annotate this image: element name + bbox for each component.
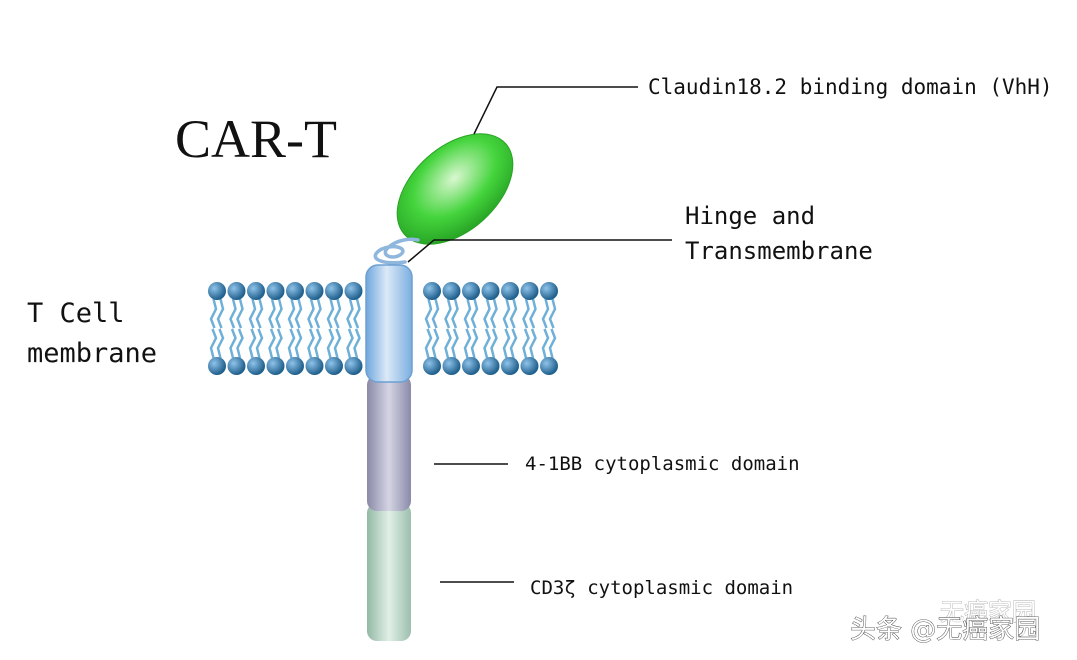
lipid-head (423, 357, 441, 375)
lipid-tail (275, 298, 283, 359)
lipid-head (305, 357, 324, 375)
lipid-tail (444, 298, 452, 359)
leader-line-binding (473, 86, 638, 135)
label-binding-domain: Claudin18.2 binding domain (VhH) (648, 75, 1053, 99)
lipid-tail (287, 298, 296, 359)
watermark-faded: 无癌家园 (940, 598, 1036, 626)
label-hinge-line2: Transmembrane (685, 237, 873, 265)
lipid-tail (236, 298, 244, 359)
lipid-head (481, 357, 500, 375)
lipid-head (266, 282, 285, 300)
lipid-head (305, 282, 324, 300)
lipid-head (208, 357, 226, 375)
lipid-tail (490, 298, 498, 359)
lipid-tail (470, 298, 479, 359)
lipid-tail (216, 298, 225, 359)
lipid-head (227, 282, 246, 300)
lipid-head (540, 357, 558, 375)
lipid-head (501, 357, 519, 375)
lipid-bilayer (208, 282, 558, 375)
lipid-tail (529, 298, 537, 359)
lipid-tail (483, 298, 491, 359)
lipid-head (442, 282, 461, 300)
lipid-tail (431, 298, 440, 359)
lipid-tail (255, 298, 264, 359)
lipid-head (540, 282, 558, 300)
lipid-head (286, 357, 304, 375)
lipid-tail (424, 298, 433, 359)
lipid-head (227, 357, 246, 375)
lipid-head (462, 357, 480, 375)
lipid-head (325, 357, 343, 375)
lipid-head (266, 357, 285, 375)
title: CAR-T (175, 109, 337, 169)
lipid-head (520, 282, 539, 300)
lipid-tail (209, 298, 218, 359)
lipid-head (247, 282, 265, 300)
lipid-head (442, 357, 461, 375)
lipid-head (344, 282, 363, 300)
lipid-head (520, 357, 539, 375)
lipid-tail (248, 298, 257, 359)
lipid-tail (326, 298, 335, 359)
lipid-head (286, 282, 304, 300)
membrane-label-line1: T Cell (27, 298, 125, 329)
hinge-linker (373, 237, 420, 265)
lipid-tail (353, 298, 361, 359)
lipid-head (344, 357, 363, 375)
binding-domain-vhh (396, 133, 514, 245)
membrane-label-line2: membrane (27, 338, 157, 369)
lipid-head (325, 282, 343, 300)
lipid-tail (463, 298, 472, 359)
lipid-head (481, 282, 500, 300)
lipid-tail (314, 298, 322, 359)
watermark-main: 头条 @无癌家园 (850, 615, 1040, 645)
lipid-tail (451, 298, 459, 359)
label-4-1bb: 4-1BB cytoplasmic domain (525, 453, 800, 475)
lipid-head (247, 357, 265, 375)
lipid-tail (541, 298, 550, 359)
lipid-head (501, 282, 519, 300)
lipid-tail (333, 298, 342, 359)
lipid-tail (548, 298, 557, 359)
lipid-tail (229, 298, 237, 359)
lipid-tail (522, 298, 530, 359)
lipid-head (423, 282, 441, 300)
lipid-head (208, 282, 226, 300)
lipid-tail (502, 298, 511, 359)
transmembrane-domain (365, 264, 413, 383)
lipid-head (462, 282, 480, 300)
label-cd3-zeta: CD3ζ cytoplasmic domain (530, 577, 793, 599)
lipid-tail (509, 298, 518, 359)
lipid-tail (294, 298, 303, 359)
lipid-tail (268, 298, 276, 359)
4-1bb-domain (367, 375, 411, 511)
label-hinge-line1: Hinge and (685, 202, 815, 230)
lipid-tail (346, 298, 354, 359)
cd3-zeta-domain (367, 503, 411, 641)
leader-line-hinge (407, 239, 672, 263)
lipid-tail (307, 298, 315, 359)
